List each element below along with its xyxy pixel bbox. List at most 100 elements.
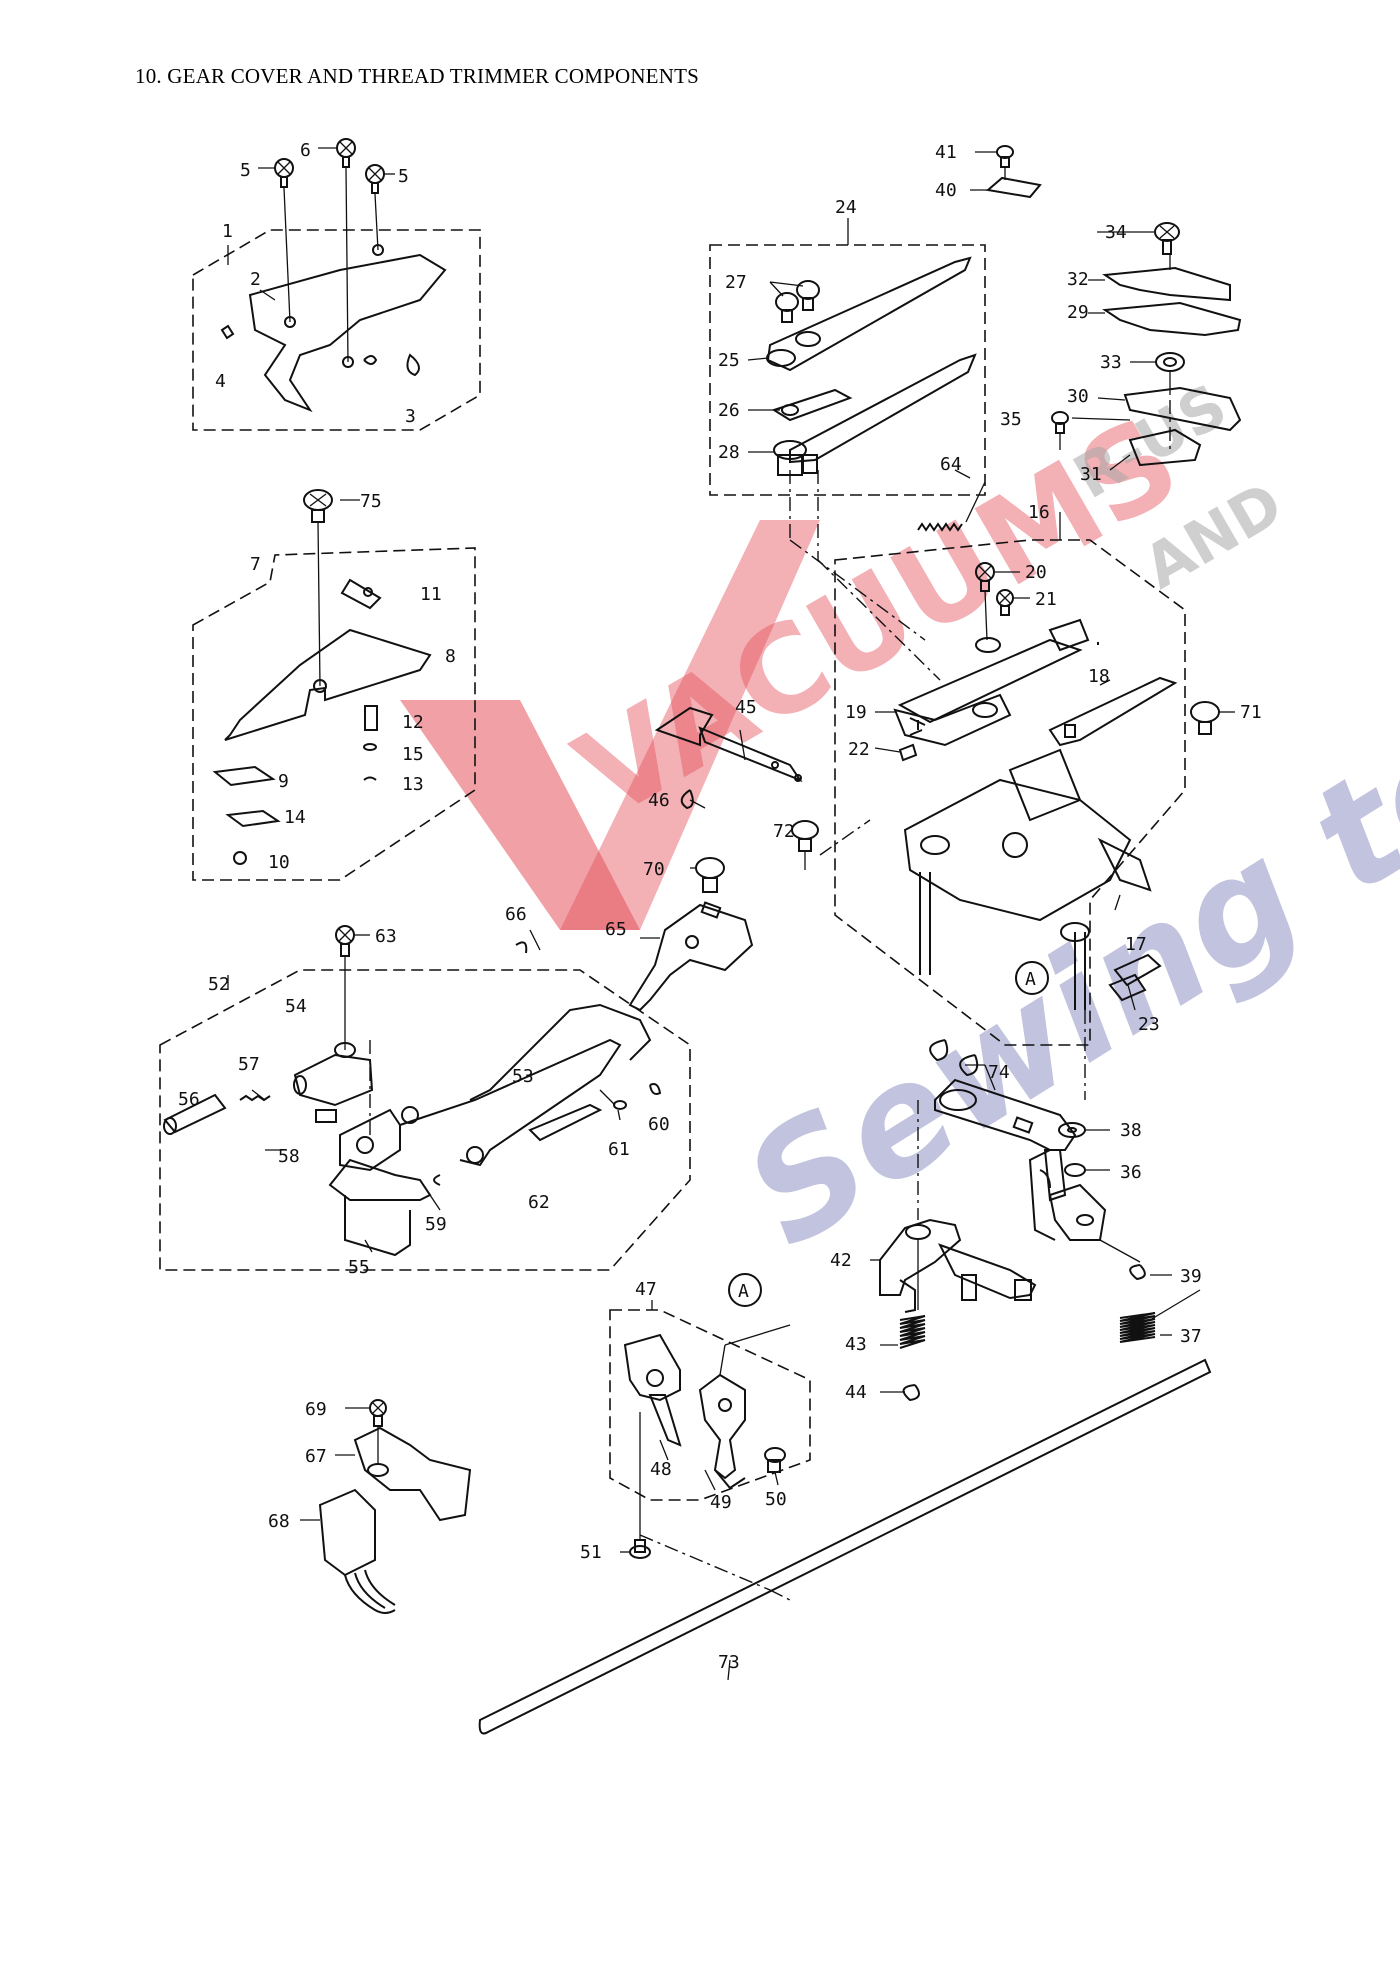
part-label: 51 <box>580 1542 602 1563</box>
part-label: 34 <box>1105 222 1127 243</box>
part-label: 31 <box>1080 464 1102 485</box>
part-label: 37 <box>1180 1326 1202 1347</box>
part-label: 56 <box>178 1089 200 1110</box>
part-label: 60 <box>648 1114 670 1135</box>
part-label: 26 <box>718 400 740 421</box>
screw-icon <box>274 158 294 188</box>
part-label: 57 <box>238 1054 260 1075</box>
part-label: 74 <box>988 1062 1010 1083</box>
screw-icon <box>796 280 820 311</box>
part-label: 41 <box>935 142 957 163</box>
part-label: 66 <box>505 904 527 925</box>
part-label: 47 <box>635 1279 657 1300</box>
part-label: 5 <box>398 166 409 187</box>
part-label: 49 <box>710 1492 732 1513</box>
part-label: 38 <box>1120 1120 1142 1141</box>
watermark: VACUUMS R-US AND Sewing too <box>400 371 1400 1281</box>
part-label: 12 <box>402 712 424 733</box>
screw-icon <box>336 138 356 168</box>
part-label: 1 <box>222 221 233 242</box>
callout-a-letter: A <box>738 1281 749 1302</box>
part-label: 11 <box>420 584 442 605</box>
group-sensor <box>300 1399 472 1614</box>
screw-icon <box>335 925 355 957</box>
part-label: 61 <box>608 1139 630 1160</box>
part-label: 65 <box>605 919 627 940</box>
part-label: 36 <box>1120 1162 1142 1183</box>
screw-icon <box>303 489 333 523</box>
part-label: 10 <box>268 852 290 873</box>
part-label: 23 <box>1138 1014 1160 1035</box>
part-label: 33 <box>1100 352 1122 373</box>
screw-icon <box>975 562 995 592</box>
part-label: 45 <box>735 697 757 718</box>
part-label: 29 <box>1067 302 1089 323</box>
page-title: 10. GEAR COVER AND THREAD TRIMMER COMPON… <box>135 64 699 88</box>
part-number-labels: 1 2 3 4 5 5 6 7 8 9 10 11 12 13 14 15 16… <box>178 140 1262 1673</box>
part-label: 20 <box>1025 562 1047 583</box>
part-label: 73 <box>718 1652 740 1673</box>
part-label: 4 <box>215 371 226 392</box>
part-label: 22 <box>848 739 870 760</box>
screw-icon <box>1190 701 1220 735</box>
part-label: 19 <box>845 702 867 723</box>
part-label: 72 <box>773 821 795 842</box>
screw-icon <box>775 292 799 323</box>
screw-icon <box>695 857 725 893</box>
screw-icon <box>629 1539 651 1559</box>
group-knife-drive-lever <box>515 706 871 1012</box>
part-label: 39 <box>1180 1266 1202 1287</box>
part-label: 25 <box>718 350 740 371</box>
screw-icon <box>791 820 819 852</box>
screw-icon <box>996 145 1014 168</box>
part-label: 6 <box>300 140 311 161</box>
part-label: 5 <box>240 160 251 181</box>
part-label: 48 <box>650 1459 672 1480</box>
group-drive-levers <box>478 1078 1212 1735</box>
part-label: 2 <box>250 269 261 290</box>
part-label: 35 <box>1000 409 1022 430</box>
callout-a: A <box>1015 961 1049 995</box>
part-label: 18 <box>1088 666 1110 687</box>
part-label: 54 <box>285 996 307 1017</box>
part-label: 46 <box>648 790 670 811</box>
part-label: 17 <box>1125 934 1147 955</box>
group-tension-release-parts <box>970 145 1242 471</box>
part-label: 21 <box>1035 589 1057 610</box>
group-knife-link-assembly <box>159 925 691 1271</box>
part-label: 28 <box>718 442 740 463</box>
part-label: 63 <box>375 926 397 947</box>
part-label: 16 <box>1028 502 1050 523</box>
part-label: 75 <box>360 491 382 512</box>
part-label: 55 <box>348 1257 370 1278</box>
group-knife-levers <box>709 218 986 496</box>
part-label: 9 <box>278 771 289 792</box>
part-label: 59 <box>425 1214 447 1235</box>
part-label: 43 <box>845 1334 867 1355</box>
group-knife-base <box>789 400 1235 1100</box>
part-label: 40 <box>935 180 957 201</box>
part-label: 67 <box>305 1446 327 1467</box>
part-label: 13 <box>402 774 424 795</box>
part-label: 44 <box>845 1382 867 1403</box>
part-label: 32 <box>1067 269 1089 290</box>
part-label: 8 <box>445 646 456 667</box>
part-label: 71 <box>1240 702 1262 723</box>
part-label: 27 <box>725 272 747 293</box>
part-label: 52 <box>208 974 230 995</box>
part-label: 42 <box>830 1250 852 1271</box>
callout-a-letter: A <box>1025 969 1036 990</box>
part-label: 50 <box>765 1489 787 1510</box>
part-label: 68 <box>268 1511 290 1532</box>
part-label: 53 <box>512 1066 534 1087</box>
group-presser-assembly <box>192 489 476 881</box>
callout-a: A <box>728 1273 762 1307</box>
part-label: 15 <box>402 744 424 765</box>
part-label: 30 <box>1067 386 1089 407</box>
part-label: 70 <box>643 859 665 880</box>
part-label: 62 <box>528 1192 550 1213</box>
screw-icon <box>1154 222 1180 255</box>
group-link-assembly <box>609 1300 811 1559</box>
screw-icon <box>369 1399 387 1427</box>
watermark-v-shape <box>400 700 640 930</box>
